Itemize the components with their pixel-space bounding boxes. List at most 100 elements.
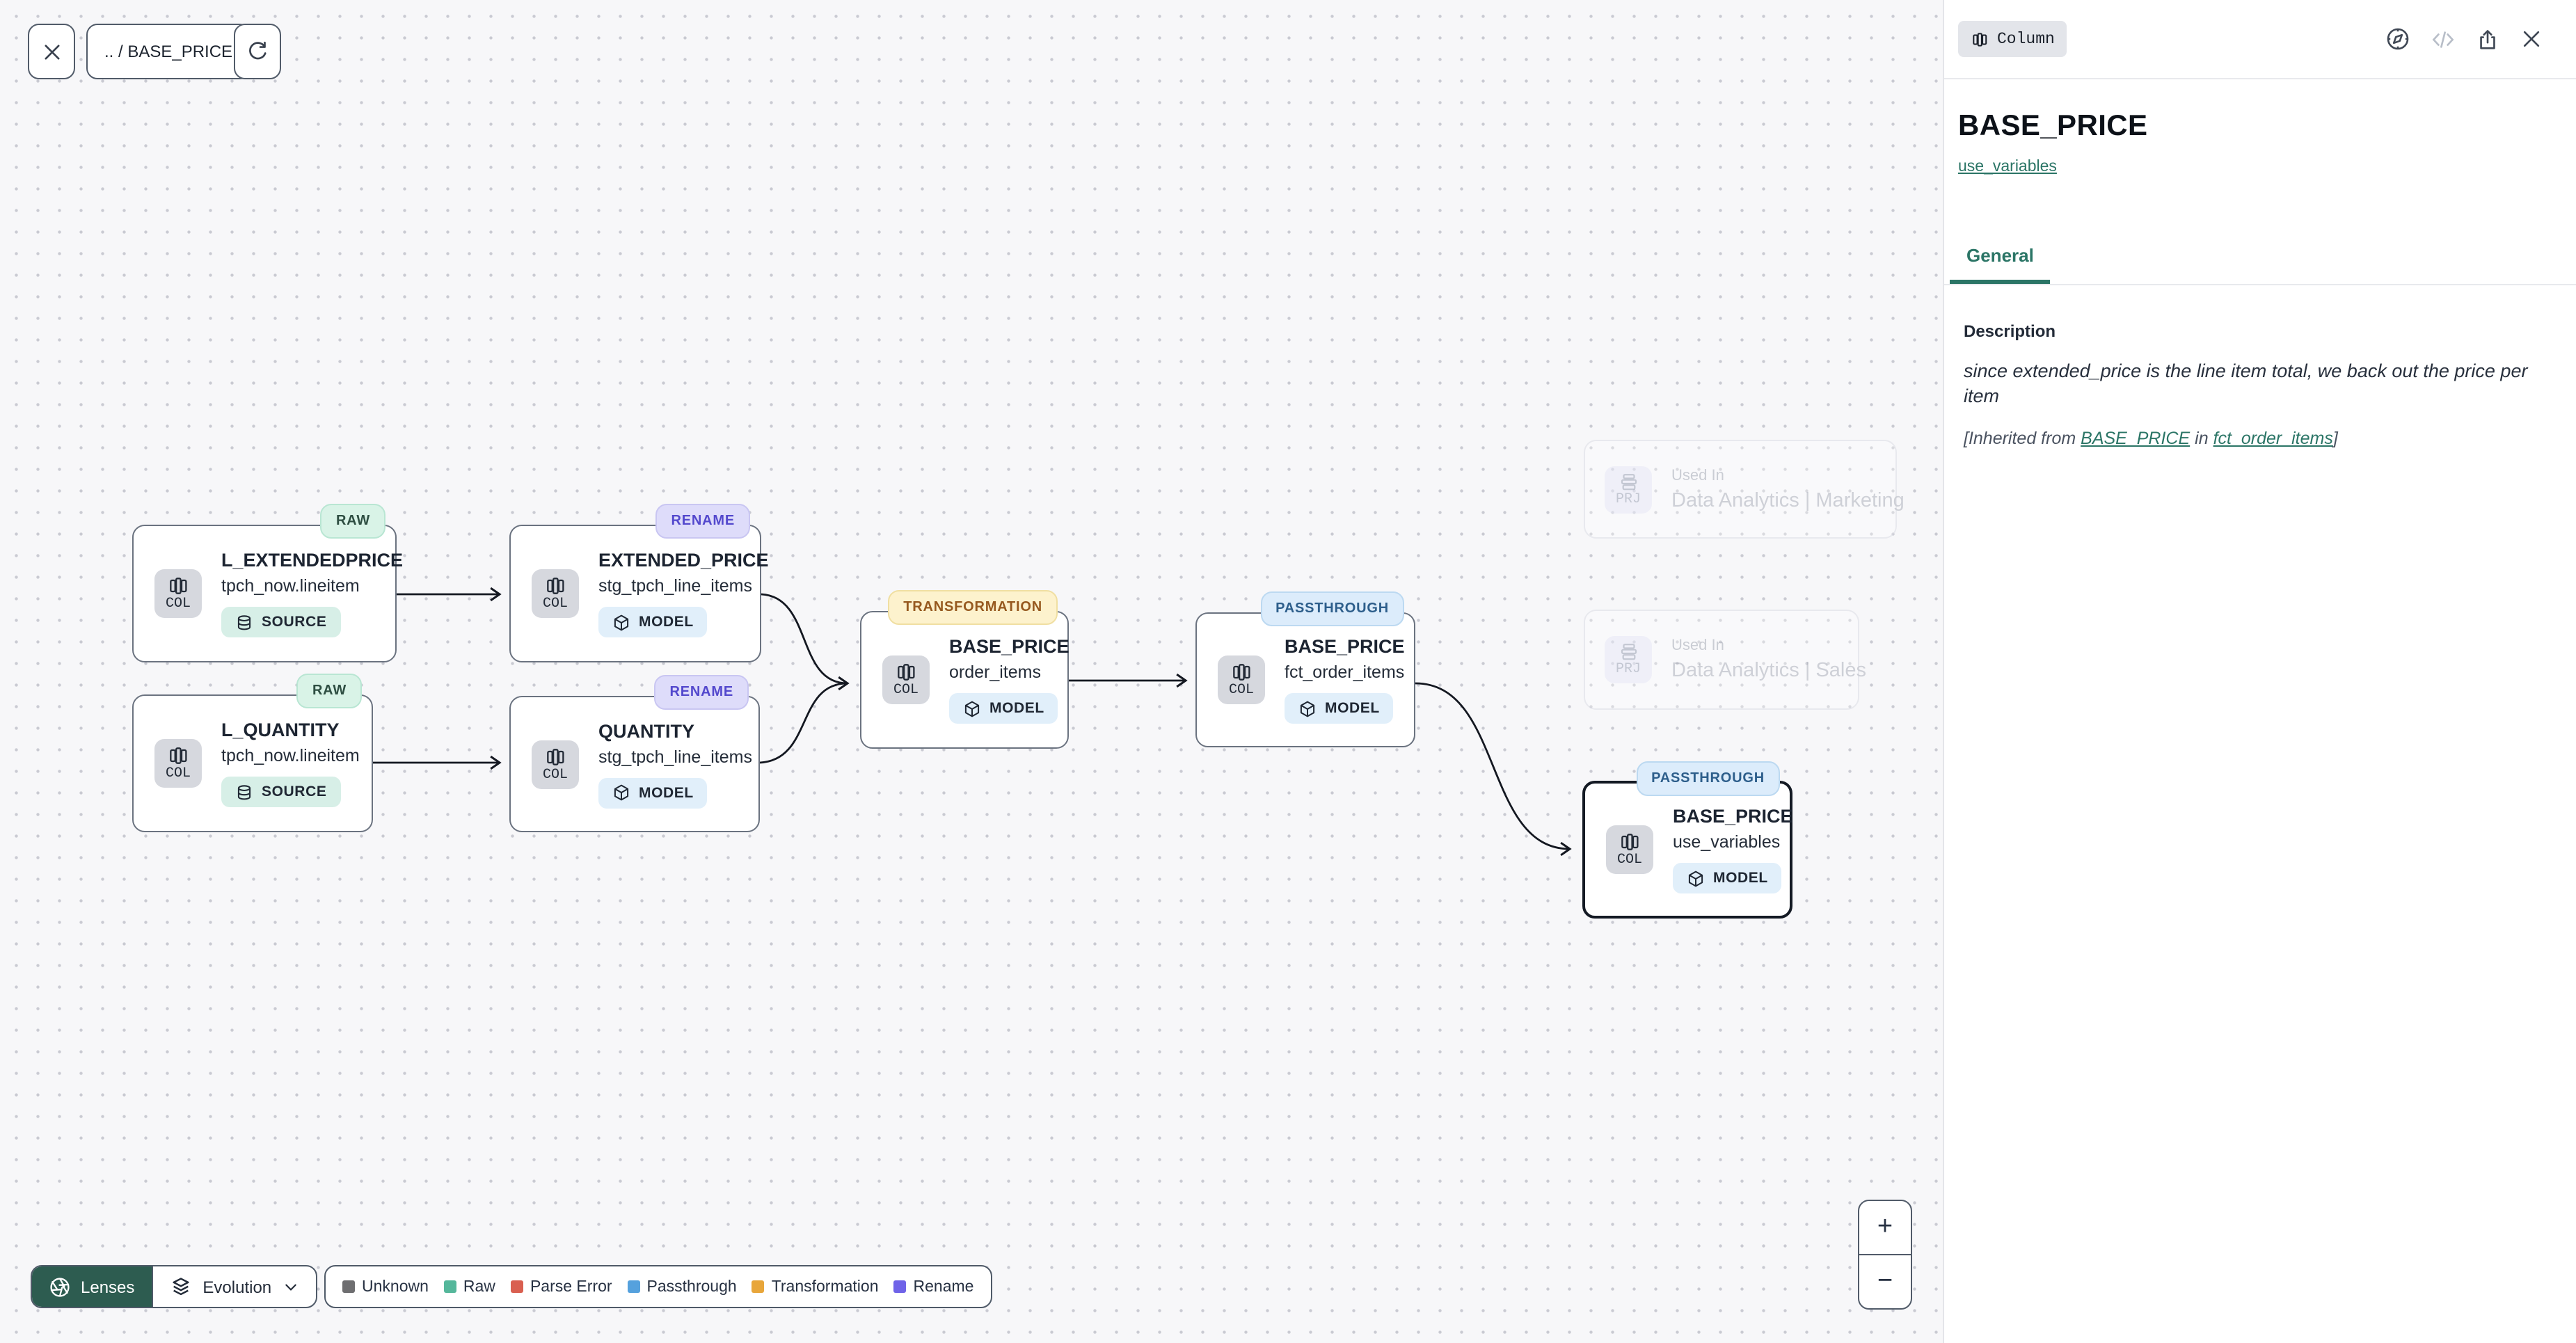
legend-item: Raw xyxy=(443,1278,495,1295)
node-base-price-use-variables[interactable]: PASSTHROUGH COL BASE_PRICE use_variables… xyxy=(1582,761,1793,919)
node-l-quantity[interactable]: RAW COL L_QUANTITY tpch_now.lineitem SOU… xyxy=(132,674,373,832)
lens-badge-raw: RAW xyxy=(320,504,385,539)
lens-selector-evolution[interactable]: Evolution xyxy=(151,1266,316,1307)
breadcrumb-label: .. / BASE_PRICE xyxy=(104,42,233,61)
column-type-chip: COL xyxy=(532,740,579,788)
inherited-note: [Inherited from BASE_PRICE in fct_order_… xyxy=(1964,429,2338,449)
node-l-extendedprice[interactable]: RAW COL L_EXTENDEDPRICE tpch_now.lineite… xyxy=(132,504,403,662)
close-icon xyxy=(41,41,62,62)
used-in-project: Data Analytics | Sales xyxy=(1671,660,1866,682)
lens-badge-passthrough: PASSTHROUGH xyxy=(1636,761,1780,796)
legend-swatch xyxy=(627,1280,640,1293)
database-icon xyxy=(235,613,253,631)
zoom-out-button[interactable]: − xyxy=(1877,1266,1893,1296)
breadcrumb[interactable]: .. / BASE_PRICE xyxy=(86,24,251,79)
kind-badge-model: MODEL xyxy=(1285,693,1394,724)
detail-panel: Column BASE_PRICE use_variables General … xyxy=(1943,0,2576,1343)
legend-item: Rename xyxy=(893,1278,973,1295)
edge-extendedprice-baseprice xyxy=(761,593,850,691)
node-quantity[interactable]: RENAME COL QUANTITY stg_tpch_line_items … xyxy=(509,675,760,832)
cube-icon xyxy=(612,613,630,631)
column-type-chip: COL xyxy=(882,655,930,704)
cube-icon xyxy=(612,784,630,802)
legend-swatch xyxy=(443,1280,456,1293)
legend-swatch xyxy=(752,1280,765,1293)
legend-item: Unknown xyxy=(342,1278,429,1295)
kind-badge-source: SOURCE xyxy=(221,607,341,637)
lens-legend: Unknown Raw Parse Error Passthrough Tran… xyxy=(324,1265,992,1308)
lens-badge-raw: RAW xyxy=(296,674,362,708)
lens-badge-rename: RENAME xyxy=(655,504,750,539)
lens-badge-transformation: TRANSFORMATION xyxy=(888,590,1058,625)
legend-item: Parse Error xyxy=(510,1278,612,1295)
project-stack-icon xyxy=(1618,471,1639,492)
columns-icon xyxy=(1230,661,1253,683)
tab-general[interactable]: General xyxy=(1950,232,2051,284)
node-subtitle: tpch_now.lineitem xyxy=(221,576,360,596)
kind-badge-model: MODEL xyxy=(949,693,1058,724)
refresh-button[interactable] xyxy=(234,24,281,79)
used-in-project: Data Analytics | Marketing xyxy=(1671,489,1905,511)
inherited-model-link[interactable]: fct_order_items xyxy=(2213,429,2333,449)
model-link[interactable]: use_variables xyxy=(1958,159,2057,175)
used-in-card-marketing: PRJ Used In Data Analytics | Marketing xyxy=(1584,440,1905,539)
close-graph-button[interactable] xyxy=(28,24,75,79)
lens-badge-rename: RENAME xyxy=(654,675,749,710)
node-title: BASE_PRICE xyxy=(949,636,1070,657)
kind-badge-model: MODEL xyxy=(598,777,708,808)
panel-title: BASE_PRICE xyxy=(1958,110,2148,142)
legend-swatch xyxy=(893,1280,907,1293)
legend-item: Transformation xyxy=(752,1278,879,1295)
explore-compass-button[interactable] xyxy=(2385,26,2410,51)
legend-swatch xyxy=(342,1280,355,1293)
description-label: Description xyxy=(1964,321,2056,341)
project-type-chip: PRJ xyxy=(1605,466,1652,513)
used-in-label: Used In xyxy=(1671,467,1724,484)
node-title: L_QUANTITY xyxy=(221,720,340,740)
kind-badge-model: MODEL xyxy=(598,607,708,637)
lenses-control: Lenses Evolution xyxy=(31,1265,318,1308)
cube-icon xyxy=(1687,869,1705,887)
used-in-label: Used In xyxy=(1671,637,1724,654)
node-title: QUANTITY xyxy=(598,720,694,741)
entity-type-chip: Column xyxy=(1958,21,2067,57)
node-base-price-fct-order-items[interactable]: PASSTHROUGH COL BASE_PRICE fct_order_ite… xyxy=(1195,591,1415,747)
project-type-chip: PRJ xyxy=(1605,636,1652,683)
node-subtitle: use_variables xyxy=(1673,832,1781,852)
column-type-chip: COL xyxy=(154,569,202,618)
column-type-chip: COL xyxy=(532,569,579,618)
share-button[interactable] xyxy=(2476,27,2499,51)
column-type-chip: COL xyxy=(1606,825,1653,874)
node-title: BASE_PRICE xyxy=(1673,806,1793,827)
node-base-price-order-items[interactable]: TRANSFORMATION COL BASE_PRICE order_item… xyxy=(860,590,1070,749)
columns-icon xyxy=(1971,30,1989,48)
columns-icon xyxy=(1619,831,1641,853)
used-in-card-sales: PRJ Used In Data Analytics | Sales xyxy=(1584,610,1866,710)
zoom-in-button[interactable]: + xyxy=(1859,1201,1911,1255)
lens-badge-passthrough: PASSTHROUGH xyxy=(1260,591,1404,626)
refresh-icon xyxy=(246,40,269,63)
edge-fctorderitems-usevariables xyxy=(1415,682,1572,857)
node-title: BASE_PRICE xyxy=(1285,636,1405,657)
cube-icon xyxy=(1298,699,1317,717)
description-section: Description since extended_price is the … xyxy=(1944,285,2576,449)
inherited-column-link[interactable]: BASE_PRICE xyxy=(2081,429,2191,449)
node-title: EXTENDED_PRICE xyxy=(598,550,769,571)
kind-badge-source: SOURCE xyxy=(221,777,341,807)
project-stack-icon xyxy=(1618,642,1639,662)
node-title: L_EXTENDEDPRICE xyxy=(221,550,404,571)
description-text: since extended_price is the line item to… xyxy=(1964,360,2528,407)
node-extended-price[interactable]: RENAME COL EXTENDED_PRICE stg_tpch_line_… xyxy=(509,504,769,662)
close-panel-button[interactable] xyxy=(2520,28,2543,50)
node-subtitle: fct_order_items xyxy=(1285,662,1405,682)
columns-icon xyxy=(167,575,189,597)
panel-tabs: General xyxy=(1944,232,2576,285)
node-subtitle: order_items xyxy=(949,662,1041,682)
kind-badge-model: MODEL xyxy=(1673,863,1782,893)
edge-quantity-baseprice xyxy=(759,682,848,764)
layers-icon xyxy=(169,1276,191,1298)
node-subtitle: stg_tpch_line_items xyxy=(598,747,752,766)
lenses-button[interactable]: Lenses xyxy=(32,1266,152,1307)
database-icon xyxy=(235,783,253,801)
code-view-button[interactable] xyxy=(2431,27,2455,51)
